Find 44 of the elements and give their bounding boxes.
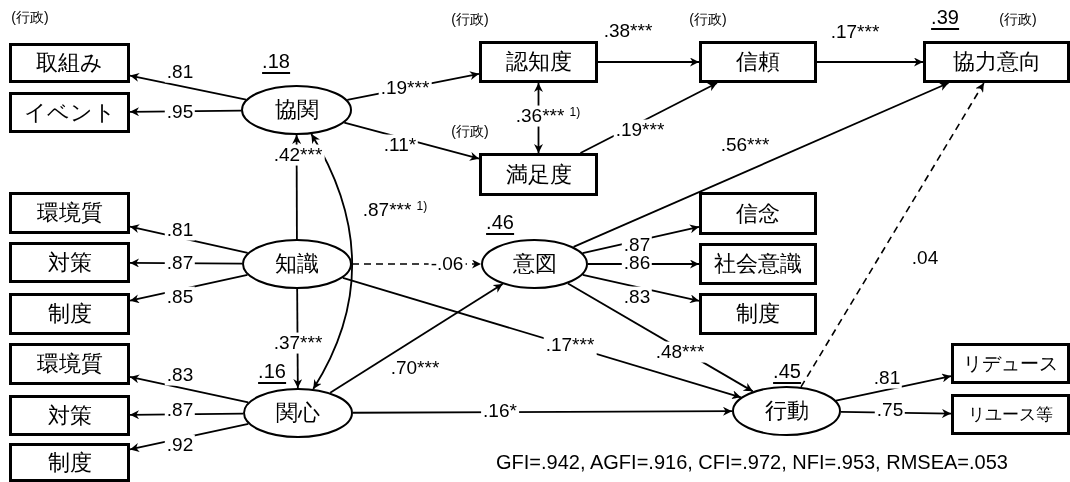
observed-variable-box: 対策: [9, 242, 130, 283]
note-label: (行政): [11, 10, 49, 26]
observed-variable-box: 満足度: [479, 153, 598, 196]
observed-variable-box: イベント: [9, 92, 130, 133]
arrow: [597, 57, 700, 67]
observed-variable-box: リユース等: [951, 394, 1070, 435]
r-squared-value: .16: [258, 360, 286, 384]
fit-indices-text: GFI=.942, AGFI=.916, CFI=.972, NFI=.953, RMSEA=.053: [496, 451, 1008, 473]
observed-variable-box: 認知度: [479, 41, 598, 83]
observed-variable-box: 対策: [9, 395, 130, 436]
latent-variable-ellipse: 意図: [481, 239, 588, 289]
r-squared-value: .45: [773, 360, 801, 384]
observed-variable-box: 環境質: [9, 343, 130, 385]
arrow: [352, 406, 733, 416]
latent-variable-ellipse: 知識: [242, 239, 352, 289]
note-label: (行政): [999, 12, 1037, 28]
note-label: (行政): [451, 124, 489, 140]
observed-variable-box: 制度: [9, 443, 130, 482]
double-headed-arrow: [310, 133, 354, 390]
r-squared-value: .18: [262, 50, 290, 74]
path-coefficient: .17***: [543, 334, 597, 356]
arrow: [572, 82, 950, 248]
arrow: [129, 72, 247, 101]
arrow: [329, 283, 504, 394]
observed-variable-box: 制度: [699, 293, 817, 335]
latent-variable-ellipse: 協関: [241, 85, 352, 135]
observed-variable-box: 制度: [9, 293, 130, 335]
dashed-arrow: [800, 82, 985, 388]
observed-variable-box: 社会意識: [699, 243, 817, 285]
observed-variable-box: 取組み: [9, 43, 130, 83]
arrow: [129, 374, 250, 404]
r-squared-value: .39: [931, 6, 959, 30]
arrow: [816, 57, 924, 67]
latent-variable-ellipse: 関心: [243, 388, 353, 438]
observed-variable-box: 信念: [699, 192, 817, 235]
observed-variable-box: 環境質: [9, 192, 130, 234]
note-label: (行政): [451, 12, 489, 28]
r-squared-value: .46: [486, 211, 514, 235]
observed-variable-box: 信頼: [699, 41, 817, 83]
arrow: [835, 373, 952, 402]
observed-variable-box: 協力意向: [923, 41, 1070, 83]
observed-variable-box: リデュース: [951, 343, 1070, 384]
latent-variable-ellipse: 行動: [732, 386, 841, 436]
note-label: (行政): [689, 12, 727, 28]
